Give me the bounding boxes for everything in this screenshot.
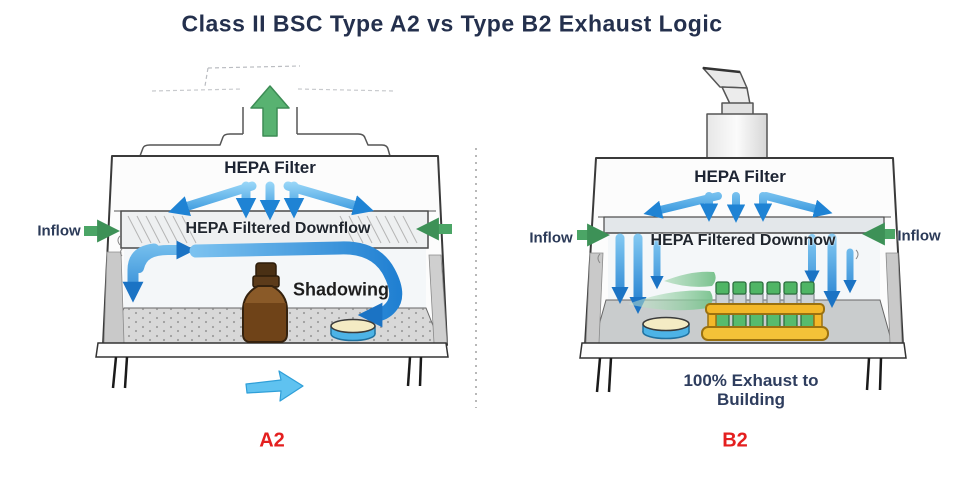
b2-exhaust-duct xyxy=(702,66,768,161)
a2-petri-dish xyxy=(330,318,376,342)
b2-rack-rail xyxy=(705,303,825,315)
b2-airflow-leaves xyxy=(628,271,716,311)
b2-front-band xyxy=(579,342,907,359)
a2-hepa-filter-label: HEPA Filter xyxy=(224,158,316,177)
a2-inflow-arrows xyxy=(84,217,452,243)
a2-lid-outline xyxy=(139,107,391,157)
b2-exhaust-note: 100% Exhaust to Building xyxy=(683,371,818,409)
a2-type-label: A2 xyxy=(259,429,285,452)
a2-reagent-bottle xyxy=(242,262,288,343)
a2-room-exhaust-arrow xyxy=(245,370,304,402)
b2-rack-base xyxy=(701,326,829,341)
a2-side-post-right xyxy=(428,254,448,344)
a2-inflow-label: Inflow xyxy=(37,222,81,240)
b2-hepa-filter-label: HEPA Filter xyxy=(694,167,786,186)
a2-canopy-sketch xyxy=(151,65,395,92)
b2-inflow-arrows xyxy=(577,222,895,247)
b2-downflow-fan-arrows xyxy=(643,192,833,223)
b2-sash-mark-right xyxy=(855,249,859,260)
b2-test-tube-rack xyxy=(701,281,829,341)
a2-side-post-left xyxy=(103,251,125,344)
a2-downflow-fan-arrows xyxy=(168,181,374,221)
a2-diffuser-hatch xyxy=(127,215,418,244)
a2-downflow-band-label: HEPA Filtered Downflow xyxy=(185,220,371,237)
b2-cabinet xyxy=(577,66,907,393)
b2-sash-mark-left xyxy=(597,253,601,264)
b2-duct-base xyxy=(706,113,768,161)
a2-exhaust-up-arrow xyxy=(250,85,290,137)
diagram-title: Class II BSC Type A2 vs Type B2 Exhaust … xyxy=(181,10,723,37)
b2-inflow-label-left: Inflow xyxy=(529,229,573,247)
b2-downflow-arrows xyxy=(611,233,857,314)
a2-cabinet xyxy=(84,65,452,402)
b2-legs xyxy=(595,357,883,393)
b2-type-label: B2 xyxy=(722,429,748,452)
b2-tube-caps xyxy=(715,281,815,295)
a2-recirculation-flow xyxy=(122,240,403,328)
b2-inflow-label-right: Inflow xyxy=(897,227,941,245)
b2-downflow-band-label: HEPA Filtered Downnow xyxy=(650,232,836,249)
b2-diffuser-bar xyxy=(603,216,885,234)
a2-shadowing-label: Shadowing xyxy=(293,279,389,300)
b2-exhaust-note-line1: 100% Exhaust to xyxy=(683,371,819,390)
b2-petri-dish xyxy=(642,316,690,340)
b2-exhaust-note-line2: Building xyxy=(717,390,785,409)
a2-front-band xyxy=(95,342,449,358)
a2-legs xyxy=(111,356,423,389)
